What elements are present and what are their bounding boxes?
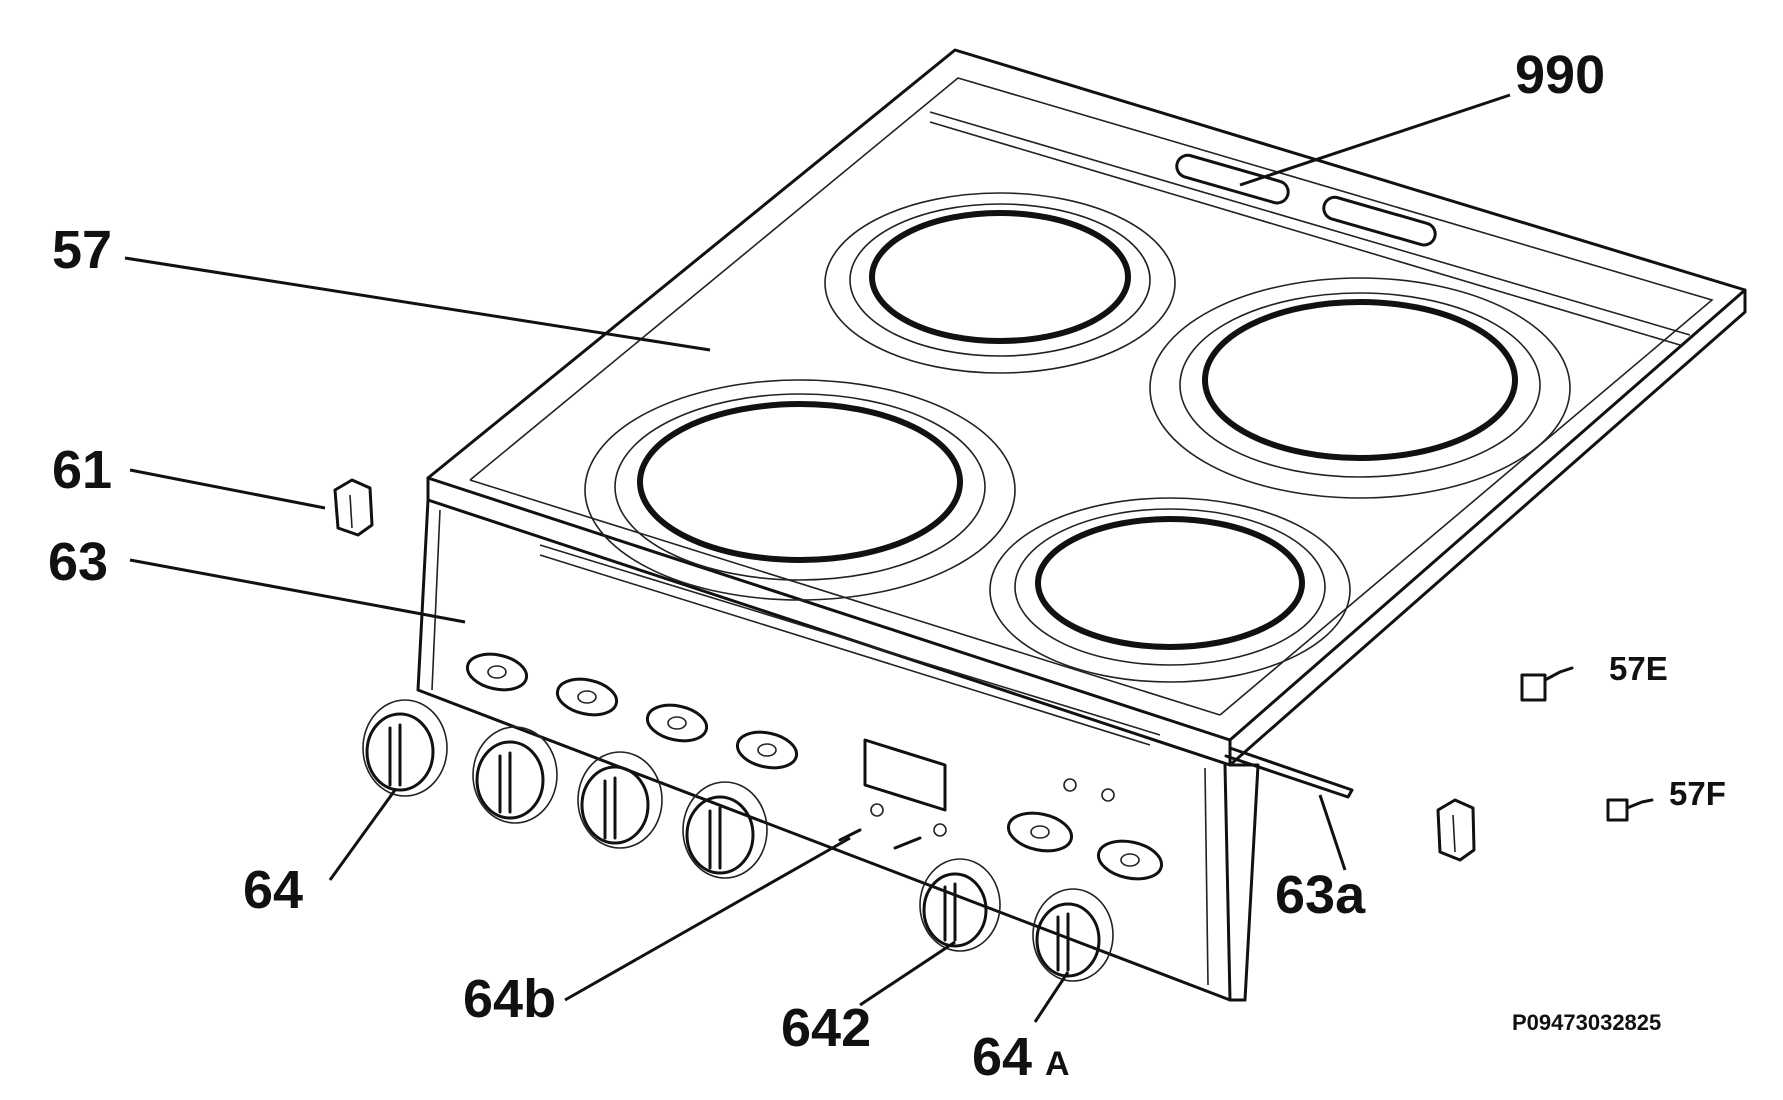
knob-2 [472,726,558,824]
display-window [863,738,1115,837]
knob-4 [682,781,768,879]
part-57E [1520,666,1574,702]
label-61: 61 [52,440,112,500]
side-rod [1224,746,1354,799]
label-64A-suffix: A [1045,1045,1070,1083]
label-64: 64 [243,860,303,920]
hotplate-rear-right [1149,277,1571,499]
knob-6 [1032,888,1114,982]
rear-vent-slots [1175,153,1437,247]
hob-top-plate [426,48,1747,767]
label-64b: 64b [463,969,556,1029]
hotplate-front-left [584,379,1016,601]
hinge-61 [333,478,374,537]
control-knobs [362,699,1114,982]
hotplate-rear-left [824,192,1176,374]
drawing-code: P09473032825 [1512,1010,1661,1035]
knob-1 [362,699,448,797]
part-57F [1606,798,1654,822]
callout-labels: 990 57 61 63 64 64b 642 64 A 63a 57E 57F… [48,45,1726,1087]
knob-5 [919,858,1001,952]
indicator-plates [465,652,1164,881]
control-panel [416,498,1260,1002]
label-57: 57 [52,220,112,280]
hinge-right [1436,798,1476,862]
label-64A-number: 64 [972,1027,1032,1087]
label-642: 642 [781,998,871,1058]
label-63a: 63a [1275,865,1366,925]
screws [838,828,922,850]
label-63: 63 [48,532,108,592]
leader-lines [124,93,1511,1023]
label-57E: 57E [1609,650,1668,687]
hotplate-front-right [989,497,1351,683]
label-990: 990 [1515,45,1605,105]
label-57F: 57F [1669,775,1726,812]
knob-3 [577,751,663,849]
